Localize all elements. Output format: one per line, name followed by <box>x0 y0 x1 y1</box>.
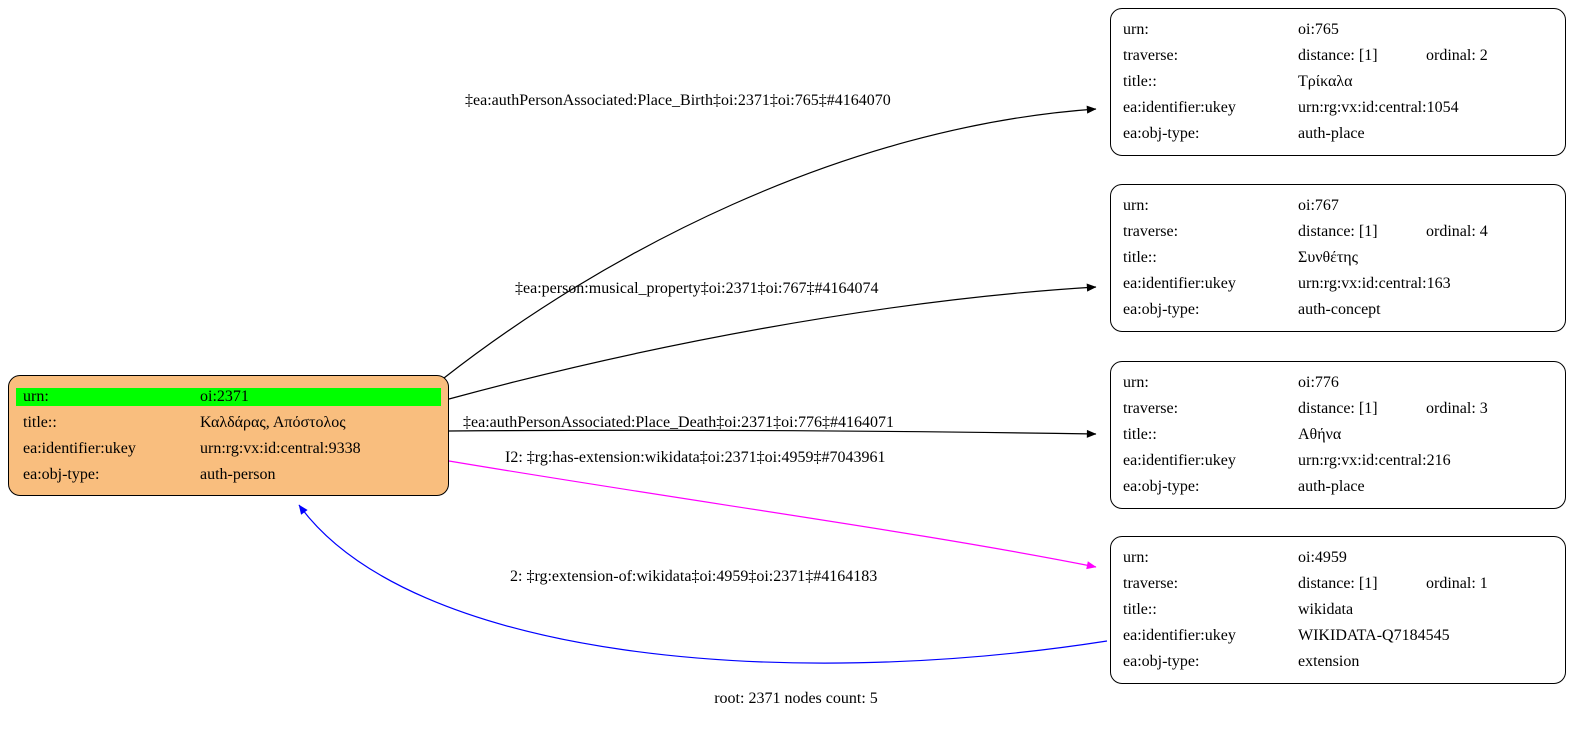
node-row-title: title:: Συνθέτης <box>1111 245 1565 271</box>
edge-label-musical-property: ‡ea:person:musical_property‡oi:2371‡oi:7… <box>515 280 879 297</box>
node-row-ukey: ea:identifier:ukey urn:rg:vx:id:central:… <box>1111 271 1565 297</box>
root-row-objtype: ea:obj-type: auth-person <box>16 462 441 488</box>
edge-label-extension-of: 2: ‡rg:extension-of:wikidata‡oi:4959‡oi:… <box>510 568 878 585</box>
root-ukey-value: urn:rg:vx:id:central:9338 <box>200 440 361 457</box>
root-title-label: title:: <box>23 414 57 431</box>
node-row-urn: urn: oi:4959 <box>1111 545 1565 571</box>
field-value: urn:rg:vx:id:central:216 <box>1298 452 1451 469</box>
field-distance: distance: [1] <box>1298 400 1378 417</box>
field-distance: distance: [1] <box>1298 223 1378 240</box>
field-value: oi:4959 <box>1298 549 1347 566</box>
field-label: title:: <box>1123 426 1157 443</box>
node-row-objtype: ea:obj-type: extension <box>1111 649 1565 675</box>
field-value: wikidata <box>1298 601 1354 618</box>
node-row-urn: urn: oi:767 <box>1111 193 1565 219</box>
field-value: extension <box>1298 653 1360 670</box>
root-objtype-value: auth-person <box>200 466 276 483</box>
node-row-title: title:: Αθήνα <box>1111 422 1565 448</box>
edge-place-birth <box>443 105 1097 379</box>
edge-label-place-death: ‡ea:authPersonAssociated:Place_Death‡oi:… <box>463 414 895 431</box>
field-ordinal: ordinal: 2 <box>1426 47 1488 64</box>
field-label: ea:obj-type: <box>1123 653 1200 670</box>
field-label: ea:identifier:ukey <box>1123 275 1236 292</box>
field-label: urn: <box>1123 21 1149 38</box>
field-value: oi:767 <box>1298 197 1339 214</box>
field-label: ea:obj-type: <box>1123 478 1200 495</box>
field-label: ea:identifier:ukey <box>1123 452 1236 469</box>
node-row-objtype: ea:obj-type: auth-place <box>1111 474 1565 500</box>
field-ordinal: ordinal: 3 <box>1426 400 1488 417</box>
field-ordinal: ordinal: 4 <box>1426 223 1488 240</box>
root-row-urn: urn: oi:2371 <box>16 384 441 410</box>
edge-place-death <box>448 429 1097 438</box>
edge-extension-of <box>298 504 1108 664</box>
field-label: title:: <box>1123 249 1157 266</box>
field-value: urn:rg:vx:id:central:1054 <box>1298 99 1459 116</box>
field-label: ea:obj-type: <box>1123 301 1200 318</box>
node-oi-4959: urn: oi:4959 traverse: distance: [1] ord… <box>1110 536 1566 684</box>
field-value: WIKIDATA-Q7184545 <box>1298 627 1450 644</box>
node-row-traverse: traverse: distance: [1] ordinal: 3 <box>1111 396 1565 422</box>
field-label: ea:identifier:ukey <box>1123 627 1236 644</box>
root-urn-label: urn: <box>16 388 197 406</box>
node-oi-765: urn: oi:765 traverse: distance: [1] ordi… <box>1110 8 1566 156</box>
node-row-title: title:: Τρίκαλα <box>1111 69 1565 95</box>
root-row-ukey: ea:identifier:ukey urn:rg:vx:id:central:… <box>16 436 441 462</box>
root-title-value: Καλδάρας, Απόστολος <box>200 414 346 431</box>
field-value: Αθήνα <box>1298 426 1342 443</box>
field-label: urn: <box>1123 549 1149 566</box>
field-label: traverse: <box>1123 47 1179 64</box>
node-oi-776: urn: oi:776 traverse: distance: [1] ordi… <box>1110 361 1566 509</box>
field-label: traverse: <box>1123 400 1179 417</box>
field-label: ea:identifier:ukey <box>1123 99 1236 116</box>
node-row-traverse: traverse: distance: [1] ordinal: 1 <box>1111 571 1565 597</box>
field-value: oi:776 <box>1298 374 1339 391</box>
field-label: ea:obj-type: <box>1123 125 1200 142</box>
node-row-ukey: ea:identifier:ukey WIKIDATA-Q7184545 <box>1111 623 1565 649</box>
field-value: oi:765 <box>1298 21 1339 38</box>
field-ordinal: ordinal: 1 <box>1426 575 1488 592</box>
field-value: Τρίκαλα <box>1298 73 1353 90</box>
edge-has-extension <box>448 460 1097 570</box>
root-row-title: title:: Καλδάρας, Απόστολος <box>16 410 441 436</box>
field-value: urn:rg:vx:id:central:163 <box>1298 275 1451 292</box>
field-value: auth-place <box>1298 478 1365 495</box>
node-row-objtype: ea:obj-type: auth-concept <box>1111 297 1565 323</box>
edge-label-has-extension: I2: ‡rg:has-extension:wikidata‡oi:2371‡o… <box>505 449 886 466</box>
field-label: traverse: <box>1123 575 1179 592</box>
node-oi-767: urn: oi:767 traverse: distance: [1] ordi… <box>1110 184 1566 332</box>
field-value: Συνθέτης <box>1298 249 1358 266</box>
root-urn-value: oi:2371 <box>197 388 441 406</box>
root-objtype-label: ea:obj-type: <box>23 466 100 483</box>
field-label: urn: <box>1123 197 1149 214</box>
edge-label-place-birth: ‡ea:authPersonAssociated:Place_Birth‡oi:… <box>465 92 891 109</box>
node-row-title: title:: wikidata <box>1111 597 1565 623</box>
edge-musical-property <box>448 283 1097 400</box>
node-row-urn: urn: oi:765 <box>1111 17 1565 43</box>
field-label: title:: <box>1123 73 1157 90</box>
node-row-traverse: traverse: distance: [1] ordinal: 4 <box>1111 219 1565 245</box>
node-row-urn: urn: oi:776 <box>1111 370 1565 396</box>
field-distance: distance: [1] <box>1298 575 1378 592</box>
field-distance: distance: [1] <box>1298 47 1378 64</box>
field-value: auth-concept <box>1298 301 1381 318</box>
field-label: title:: <box>1123 601 1157 618</box>
node-row-traverse: traverse: distance: [1] ordinal: 2 <box>1111 43 1565 69</box>
graph-caption: root: 2371 nodes count: 5 <box>714 690 878 707</box>
root-ukey-label: ea:identifier:ukey <box>23 440 136 457</box>
field-label: urn: <box>1123 374 1149 391</box>
node-row-ukey: ea:identifier:ukey urn:rg:vx:id:central:… <box>1111 448 1565 474</box>
node-row-ukey: ea:identifier:ukey urn:rg:vx:id:central:… <box>1111 95 1565 121</box>
root-node-oi-2371: urn: oi:2371 title:: Καλδάρας, Απόστολος… <box>8 375 449 496</box>
field-value: auth-place <box>1298 125 1365 142</box>
node-row-objtype: ea:obj-type: auth-place <box>1111 121 1565 147</box>
field-label: traverse: <box>1123 223 1179 240</box>
